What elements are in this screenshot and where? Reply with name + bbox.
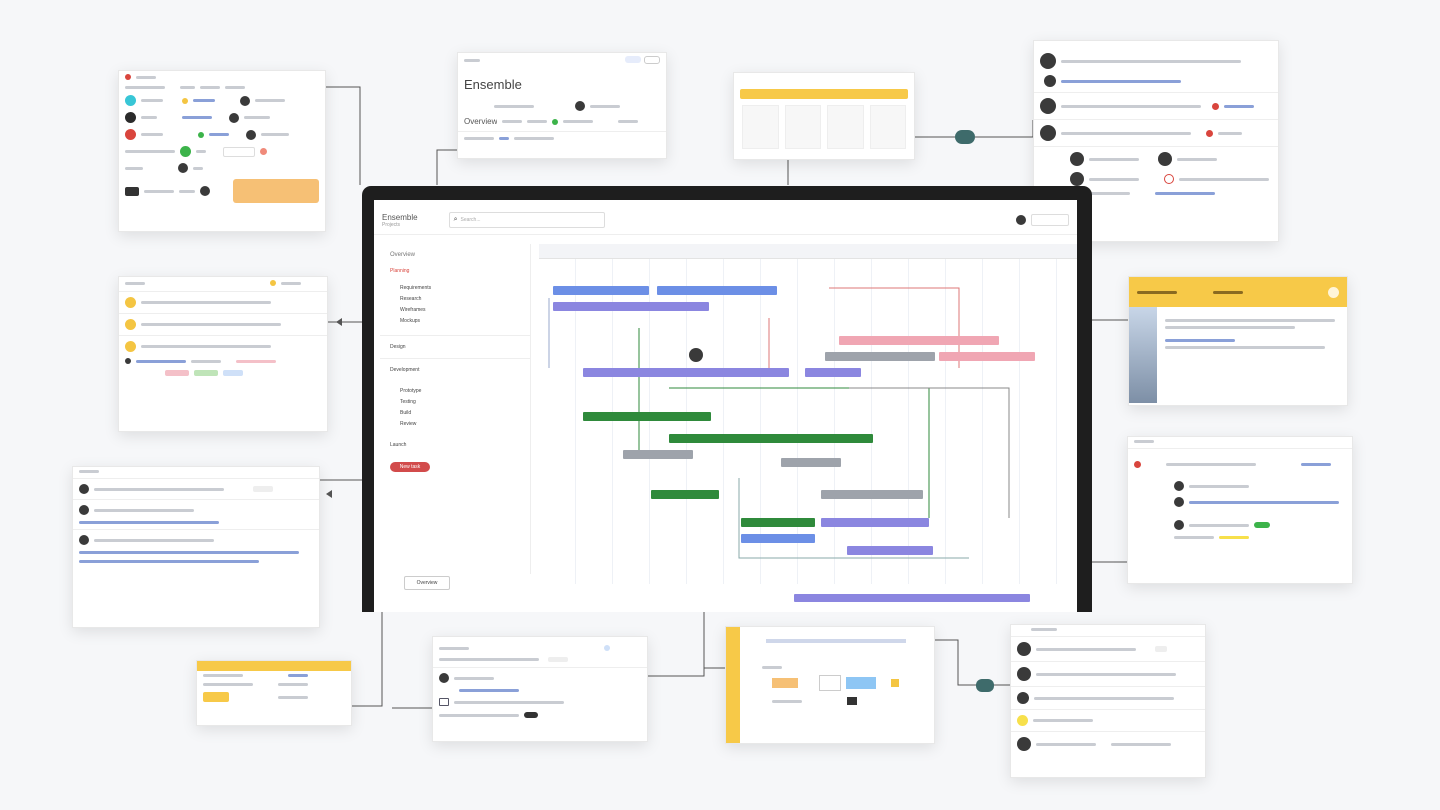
gantt-bar[interactable] [805, 368, 861, 377]
avatar[interactable] [689, 348, 703, 362]
search-field[interactable]: ⌕ Search... [448, 212, 605, 228]
gantt-bar[interactable] [669, 434, 873, 443]
kanban-column[interactable] [869, 105, 906, 149]
toggle-switch[interactable] [524, 712, 538, 718]
board-card [725, 626, 935, 744]
gantt-bar[interactable] [741, 518, 815, 527]
sidebar-item[interactable]: Review [400, 421, 417, 427]
app-subtitle: Projects [382, 221, 401, 228]
card-title: Ensemble [464, 77, 522, 92]
photo-card [1128, 276, 1348, 406]
gantt-app: Ensemble Projects ⌕ Search... Overview P… [374, 200, 1077, 612]
avatar[interactable] [125, 95, 136, 106]
alert-icon [1134, 461, 1141, 468]
chat-card [432, 636, 648, 742]
avatar[interactable] [1016, 215, 1026, 225]
sidebar-item[interactable]: Research [400, 296, 422, 302]
gantt-bar[interactable] [583, 412, 711, 421]
sidebar-group-planning[interactable]: Planning [390, 268, 410, 274]
app-title: Ensemble [382, 212, 418, 222]
gantt-bar[interactable] [623, 450, 693, 459]
gantt-bar[interactable] [839, 336, 999, 345]
gantt-bar[interactable] [553, 302, 709, 311]
sidebar-item[interactable]: Build [400, 410, 412, 416]
record-icon [125, 74, 131, 80]
sidebar-item[interactable]: Mockups [400, 318, 421, 324]
sidebar-item[interactable]: Wireframes [400, 307, 426, 313]
timeline-header [539, 244, 1077, 259]
timeline-footer-bar[interactable] [794, 594, 1030, 602]
highlight-block[interactable] [233, 179, 319, 203]
notification-card [1127, 436, 1353, 584]
sidebar-item[interactable]: Requirements [400, 285, 432, 291]
sidebar-heading: Overview [390, 252, 416, 258]
gantt-bar[interactable] [847, 546, 933, 555]
card-label: Overview [464, 117, 498, 126]
mini-task-card [196, 660, 352, 726]
team-list-card [118, 70, 326, 232]
photo-thumbnail [1129, 307, 1157, 403]
new-task-button[interactable]: New task [390, 462, 430, 472]
activity-card [118, 276, 328, 432]
sidebar-item[interactable]: Prototype [400, 388, 422, 394]
kanban-card [733, 72, 915, 160]
sidebar-item[interactable]: Testing [400, 399, 416, 405]
sidebar-group-design[interactable]: Design [390, 344, 406, 350]
avatar[interactable] [125, 129, 136, 140]
people-list-card [1010, 624, 1206, 778]
gantt-bar[interactable] [741, 534, 815, 543]
gantt-bar[interactable] [651, 490, 719, 499]
gantt-bar[interactable] [821, 490, 923, 499]
share-button[interactable] [1031, 214, 1069, 226]
kanban-column[interactable] [827, 105, 864, 149]
message-icon [439, 698, 449, 706]
overview-card: Ensemble Overview [457, 52, 667, 159]
view-toggle-icon[interactable] [625, 56, 641, 63]
gantt-bar[interactable] [939, 352, 1035, 361]
sidebar-group-launch[interactable]: Launch [390, 442, 407, 448]
kanban-column[interactable] [742, 105, 779, 149]
gantt-bar[interactable] [825, 352, 935, 361]
gantt-bar[interactable] [583, 368, 789, 377]
gantt-bar[interactable] [821, 518, 929, 527]
footer-button[interactable]: Overview [404, 576, 450, 590]
sidebar-group-development[interactable]: Development [390, 367, 420, 373]
timeline [539, 244, 1077, 584]
kanban-column[interactable] [784, 105, 821, 149]
search-icon: ⌕ [453, 216, 458, 223]
gantt-bar[interactable] [657, 286, 777, 295]
gantt-bar[interactable] [781, 458, 841, 467]
search-placeholder: Search... [460, 217, 481, 223]
thread-card [72, 466, 320, 628]
laptop-frame: Ensemble Projects ⌕ Search... Overview P… [362, 186, 1092, 612]
avatar[interactable] [125, 112, 136, 123]
gantt-bar[interactable] [553, 286, 649, 295]
